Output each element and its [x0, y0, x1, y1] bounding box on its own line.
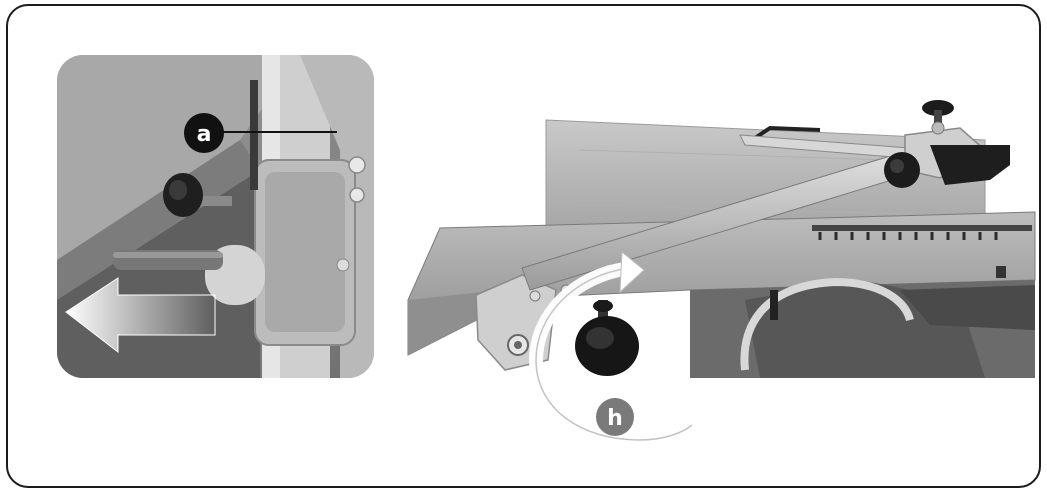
arrow-left-icon — [65, 277, 216, 354]
callout-h-label: h — [607, 406, 623, 431]
callout-a-label: a — [197, 122, 212, 147]
main-photo — [407, 100, 1036, 378]
callout-h: h — [596, 398, 634, 436]
callout-a: a — [184, 113, 337, 153]
rotate-clockwise-icon — [528, 250, 699, 448]
